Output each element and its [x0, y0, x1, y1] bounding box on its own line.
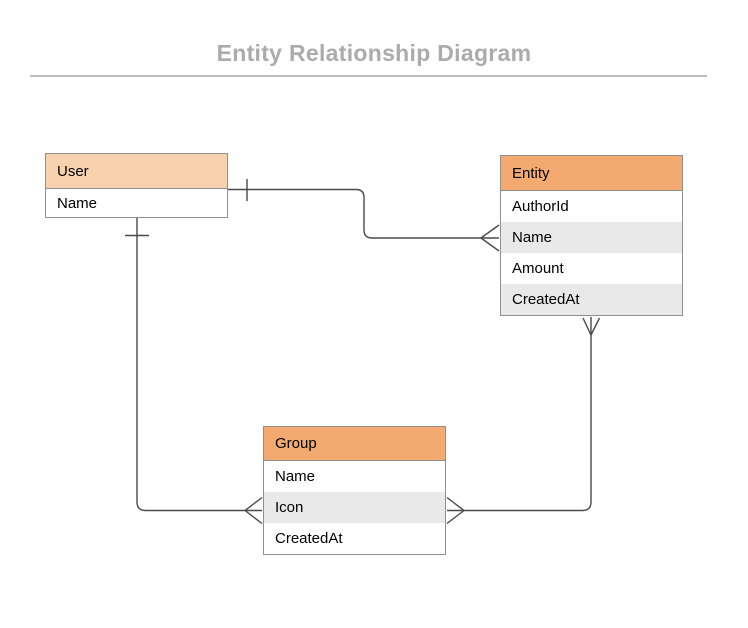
table-row[interactable]: AuthorId [501, 191, 682, 222]
crow-foot-many-icon [480, 224, 500, 252]
relationship-user-entity[interactable] [228, 179, 500, 252]
title-divider [30, 75, 707, 77]
table-group-header[interactable]: Group [264, 427, 445, 461]
field-name: Amount [512, 260, 564, 277]
field-name: Icon [275, 499, 304, 516]
table-entity-header[interactable]: Entity [501, 156, 682, 191]
table-user[interactable]: User Name [45, 153, 228, 218]
field-name: CreatedAt [275, 530, 343, 547]
table-user-header[interactable]: User [46, 154, 227, 189]
field-name: Name [512, 229, 553, 246]
field-name: Name [275, 468, 316, 485]
table-row[interactable]: Icon [264, 492, 445, 523]
table-row[interactable]: CreatedAt [501, 284, 682, 315]
table-user-rows: Name [46, 189, 227, 217]
connector-line[interactable] [136, 218, 262, 512]
crow-foot-many-icon [582, 317, 601, 336]
field-name: CreatedAt [512, 291, 580, 308]
crow-foot-many-icon [244, 496, 263, 525]
table-row[interactable]: Amount [501, 253, 682, 284]
crow-foot-many-icon [446, 496, 465, 525]
table-row[interactable]: Name [264, 461, 445, 492]
relationship-user-group[interactable] [125, 218, 263, 525]
field-name: Name [57, 194, 98, 212]
table-row[interactable]: Name [501, 222, 682, 253]
field-name: AuthorId [512, 198, 569, 215]
connector-line[interactable] [447, 317, 592, 512]
page-title: Entity Relationship Diagram [216, 40, 532, 66]
table-row[interactable]: CreatedAt [264, 523, 445, 554]
table-row[interactable]: Name [46, 189, 227, 217]
relationship-entity-group[interactable] [446, 317, 601, 525]
connector-line[interactable] [228, 188, 499, 239]
